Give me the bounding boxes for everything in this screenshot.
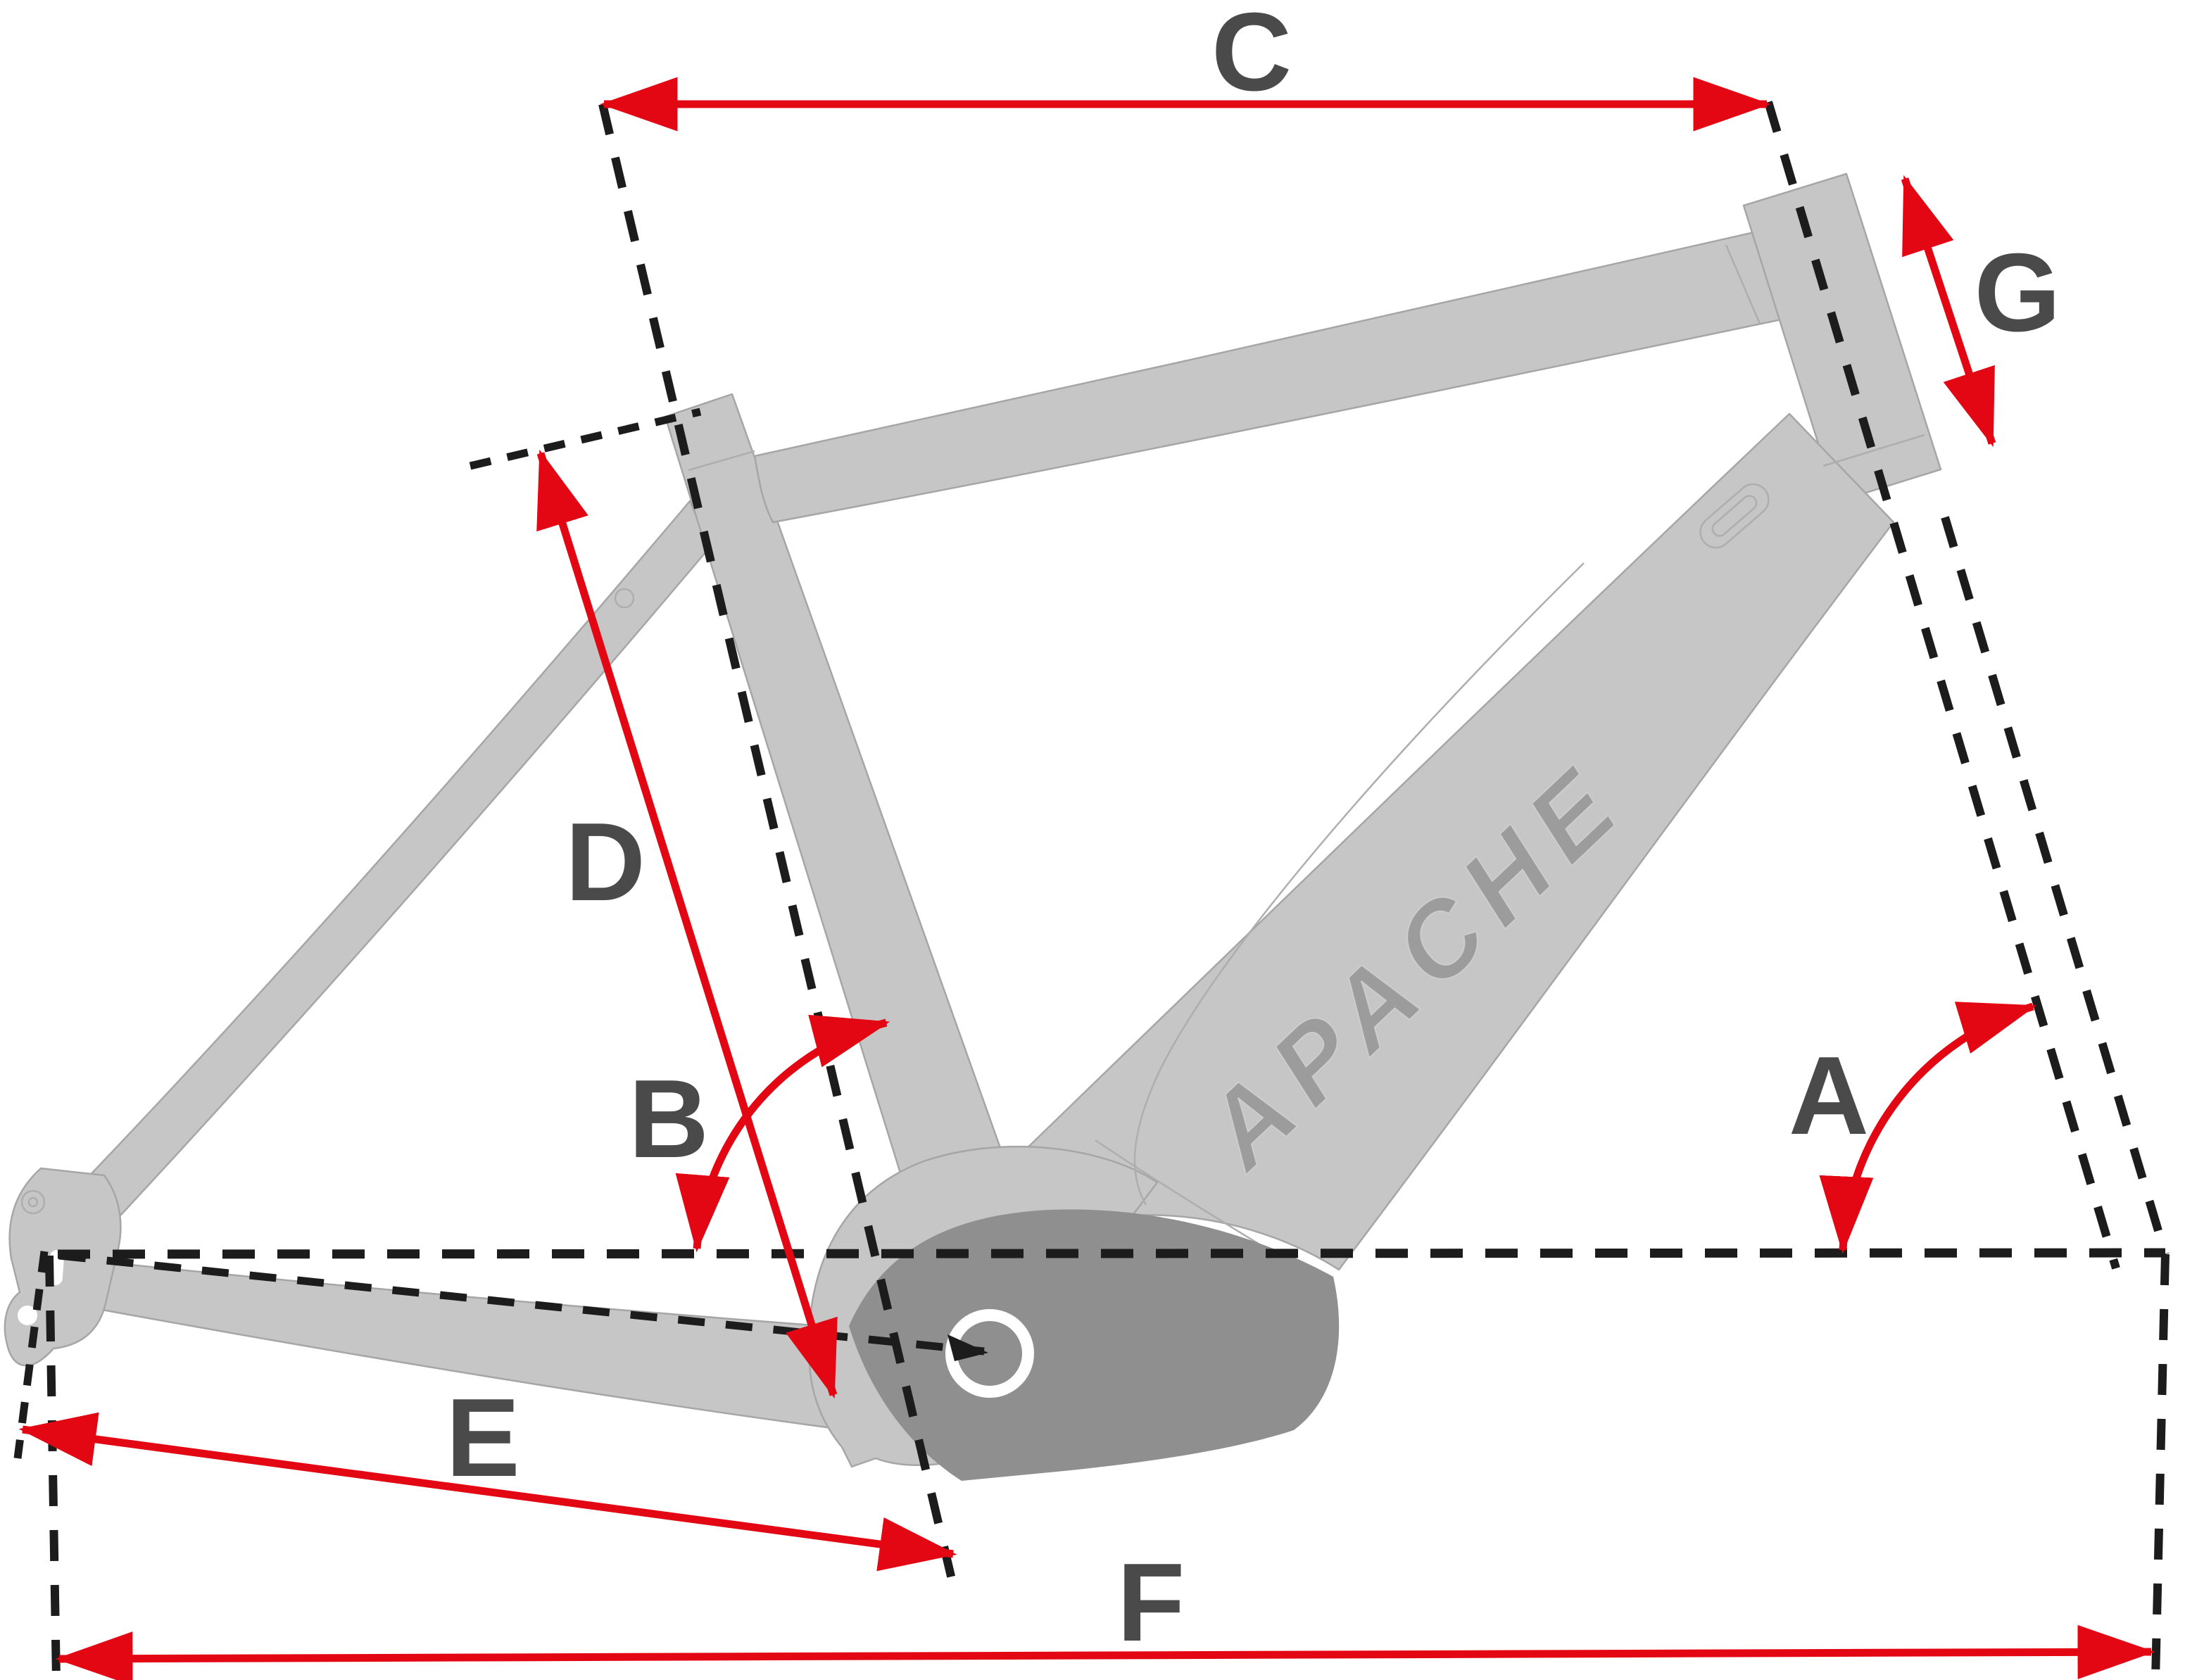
dim-e-line: [18, 1412, 957, 1572]
axle-horizontal-line: [57, 1248, 2166, 1259]
label-a: A: [1789, 1034, 1869, 1158]
label-f: F: [1117, 1541, 1185, 1665]
top-tube: [753, 231, 1789, 524]
motor-unit: [849, 1209, 1340, 1481]
cable-port-icon: [1699, 483, 1770, 549]
rear-axle-vertical-line: [45, 1255, 61, 1680]
seat-tube: [664, 393, 1016, 1211]
dropout-pivot-icon: [20, 1189, 46, 1215]
label-g: G: [1975, 231, 2061, 355]
dim-g-line: [1901, 175, 1996, 448]
steering-axis-line: [1764, 101, 2120, 1270]
fork-offset-line: [1941, 516, 2170, 1256]
label-d: D: [565, 800, 646, 924]
dim-f-line: [55, 1624, 2155, 1680]
front-axle-vertical-line: [2151, 1253, 2170, 1680]
dimension-lines: [18, 77, 2155, 1680]
hanger-hole: [18, 1306, 37, 1325]
label-b: B: [629, 1057, 709, 1181]
battery-seam-line: [1133, 562, 1585, 1206]
bottom-bracket: [945, 1309, 1034, 1398]
bb-center-pointer-icon: [947, 1334, 988, 1361]
dim-a-arc: [1819, 1002, 2037, 1254]
dim-b-arc: [675, 1014, 890, 1253]
label-e: E: [446, 1376, 520, 1500]
seat-top-tick: [469, 408, 702, 470]
top-tube-seam-line: [1725, 244, 1761, 324]
seat-tube-axis-line: [598, 103, 959, 1596]
down-tube: [976, 412, 1895, 1271]
label-c: C: [1211, 0, 1292, 114]
